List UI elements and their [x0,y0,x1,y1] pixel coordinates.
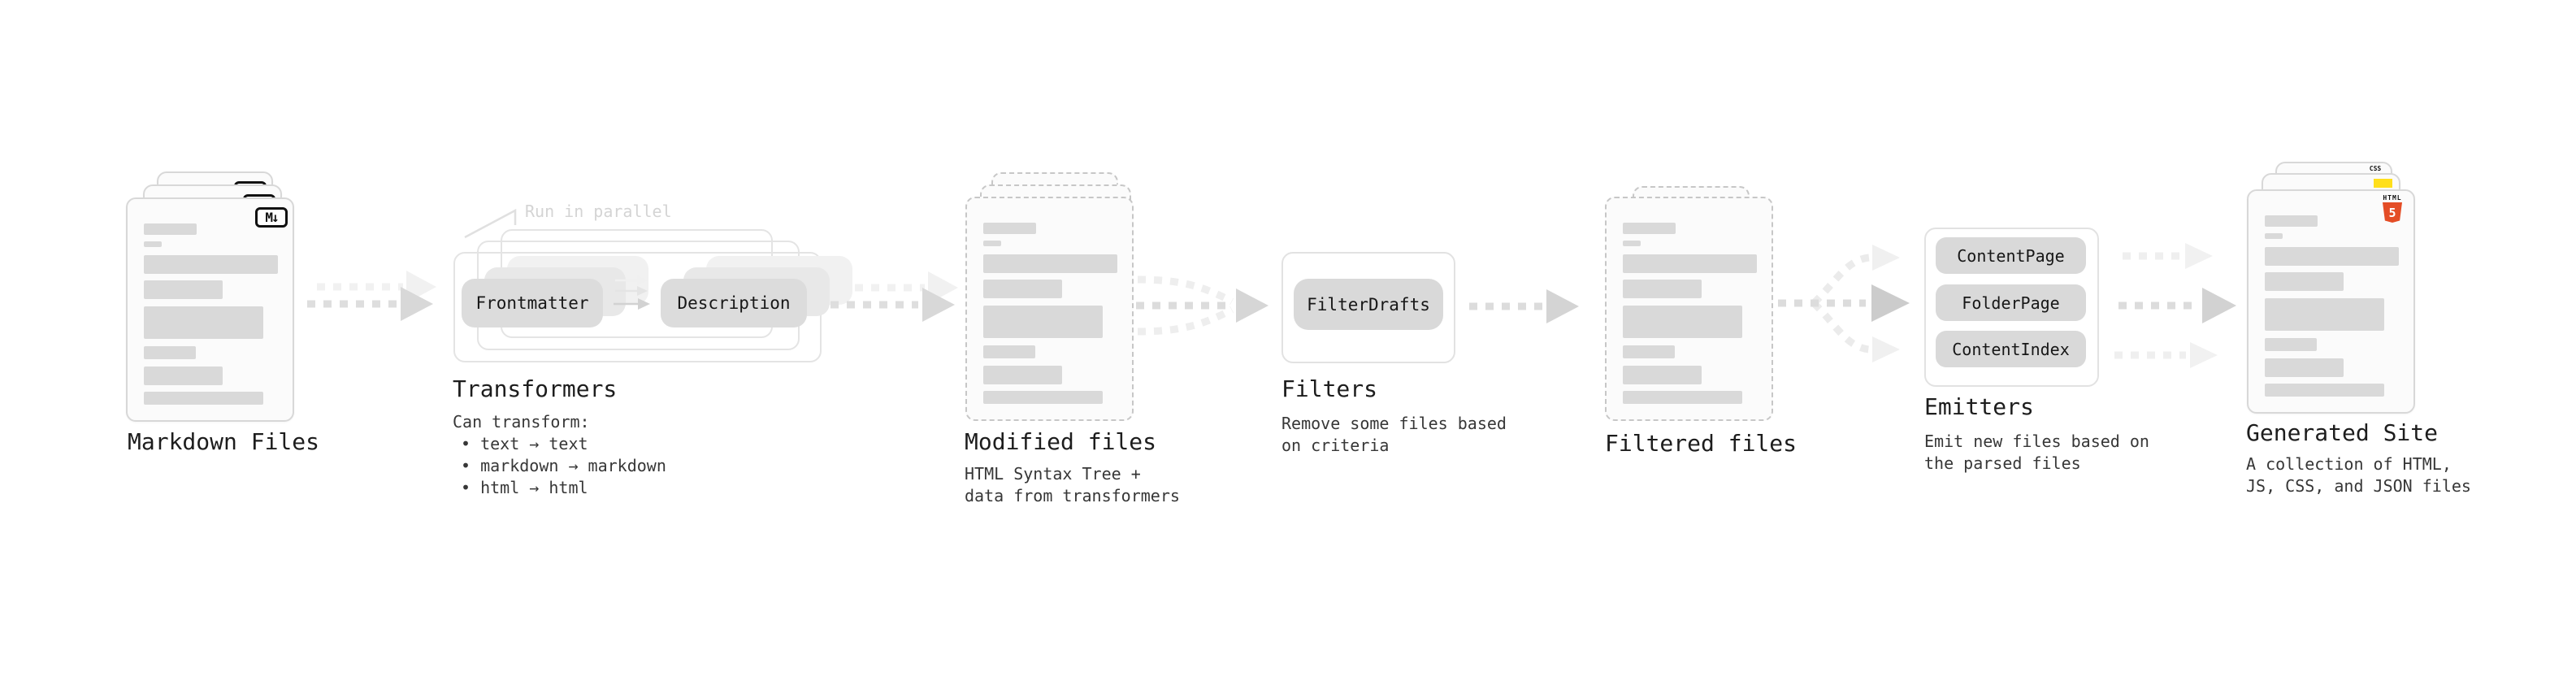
arrow-modified-to-filters [1136,275,1268,336]
html5-icon-shield: 5 [2383,202,2402,223]
pill-contentindex: ContentIndex [1936,331,2086,367]
placeholder-line [144,392,263,405]
placeholder-line [1623,366,1702,384]
pill-description: Description [661,279,807,327]
placeholder-line [1623,223,1676,234]
arrow-emitters-to-generated [2114,243,2236,368]
file-card-front: M↓ [126,197,294,422]
placeholder-line [1623,241,1641,246]
placeholder-line [144,280,223,299]
pill-contentpage: ContentPage [1936,237,2086,274]
stage-description: Remove some files based on criteria [1281,414,1507,455]
document-placeholder-lines [2265,215,2399,397]
placeholder-line [1623,345,1675,358]
placeholder-line [144,255,278,274]
stage-label: Markdown Files [128,428,320,455]
file-card-front: HTML 5 [2247,189,2415,414]
placeholder-line [144,241,162,247]
arrow-filters-to-filtered [1469,289,1579,323]
file-card-front [965,197,1134,421]
stage-description: Emit new files based on the parsed files [1924,432,2149,473]
placeholder-line [983,280,1062,298]
run-in-parallel-label: Run in parallel [525,202,672,221]
placeholder-line [2265,247,2399,266]
placeholder-line [1623,391,1742,404]
stage-label: Filtered files [1605,430,1798,457]
document-placeholder-lines [1623,223,1757,404]
placeholder-line [2265,358,2344,377]
markdown-icon: M↓ [255,207,288,228]
placeholder-line [2265,215,2318,227]
transform-bullet: • text → text [461,434,588,453]
placeholder-line [983,254,1117,273]
stage-description: Can transform: • text → text • markdown … [453,411,666,499]
placeholder-line [983,366,1062,384]
placeholder-line [144,367,223,385]
stage-label: Filters [1281,375,1378,402]
pill-frontmatter: Frontmatter [462,279,603,327]
stage-label: Emitters [1924,393,2034,420]
pill-folderpage: FolderPage [1936,284,2086,321]
js-icon [2374,179,2392,188]
placeholder-line [144,223,197,235]
placeholder-line [2265,384,2384,397]
stage-description: A collection of HTML, JS, CSS, and JSON … [2246,454,2471,496]
pill-filterdrafts: FilterDrafts [1294,279,1443,330]
placeholder-line [2265,272,2344,291]
stage-description: HTML Syntax Tree + data from transformer… [965,464,1180,505]
placeholder-line [1623,254,1757,273]
html5-icon-label: HTML [2383,194,2402,202]
document-placeholder-lines [983,223,1117,404]
document-placeholder-lines [144,223,278,405]
arrow-filtered-to-emitters [1778,245,1910,362]
placeholder-line [983,241,1001,246]
placeholder-line [983,345,1035,358]
placeholder-line [2265,298,2384,331]
stage-label: Generated Site [2246,419,2439,446]
transform-bullet: • html → html [461,478,588,497]
stage-label: Modified files [965,428,1157,455]
file-card-front [1605,197,1773,421]
html5-icon: HTML 5 [2382,194,2403,223]
placeholder-line [1623,280,1702,298]
stage-label: Transformers [453,375,618,402]
placeholder-line [1623,306,1742,338]
transform-list-title: Can transform: [453,412,590,432]
transform-bullet: • markdown → markdown [461,456,666,475]
html5-icon-number: 5 [2388,205,2396,220]
placeholder-line [144,346,196,359]
placeholder-line [144,306,263,339]
css-icon-label: CSS [2369,165,2382,172]
placeholder-line [983,391,1103,404]
arrow-markdown-to-transformers [307,271,436,321]
placeholder-line [2265,338,2317,351]
placeholder-line [983,223,1036,234]
placeholder-line [983,306,1103,338]
placeholder-line [2265,233,2283,239]
